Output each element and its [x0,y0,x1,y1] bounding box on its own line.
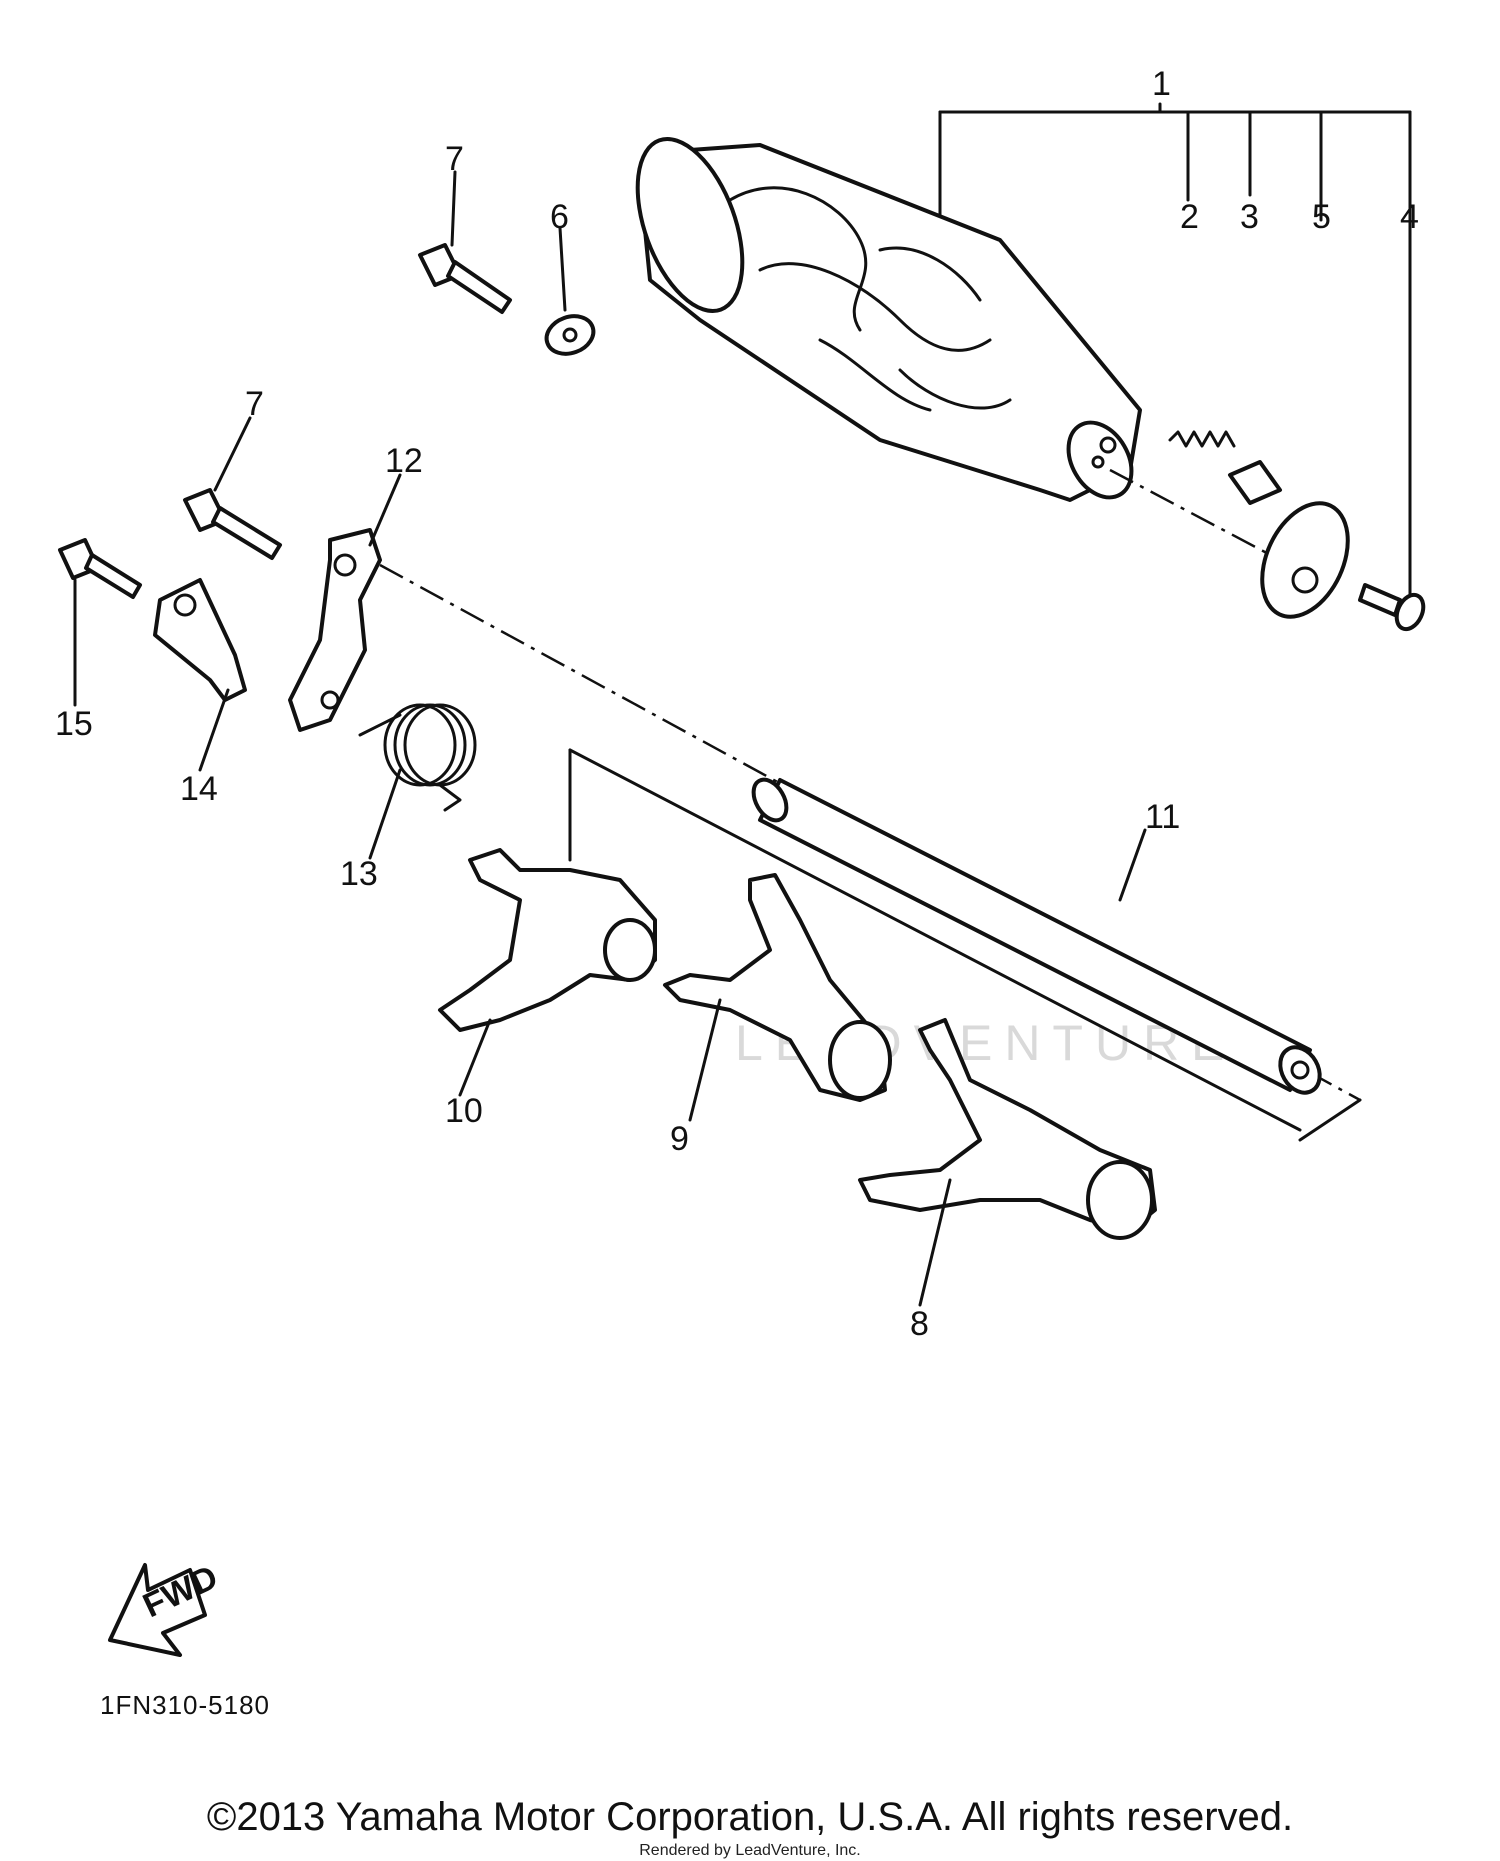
drum-plate [1260,501,1350,619]
shift-drum-leader-lines [938,102,1412,607]
part-label: 14 [180,770,218,808]
washer [544,314,596,356]
diagram-code: 1FN310-5180 [100,1690,270,1720]
part-label: 3 [1240,198,1259,236]
stopper-lever [153,578,247,702]
part-label: 13 [340,855,378,893]
guide-bar [751,777,1322,1095]
drum-spring [1168,430,1236,448]
part-label: 1 [1152,65,1171,103]
copyright-notice: ©2013 Yamaha Motor Corporation, U.S.A. A… [206,1795,1294,1839]
bolt-upper [418,243,512,314]
part-labels: 1 2 3 5 4 6 7 7 12 15 14 13 11 10 9 8 [55,65,1419,1343]
part-label: 9 [670,1120,689,1158]
bolt-15 [58,538,142,599]
segment-plate [288,528,382,732]
drum-screw [1358,583,1426,632]
bolt-middle [183,488,282,560]
shift-fork-10 [438,848,657,1032]
fork-leader-lines [568,748,1302,1132]
part-label: 7 [245,385,264,423]
return-spring [358,703,477,812]
part-label: 11 [1145,798,1180,836]
rendered-by-notice: Rendered by LeadVenture, Inc. [639,1842,861,1859]
part-label: 15 [55,705,93,743]
part-label: 10 [445,1092,483,1130]
part-label: 7 [445,140,464,178]
part-label: 8 [910,1305,929,1343]
drum-pin [1228,460,1282,505]
forward-direction-arrow: FWD [108,1558,224,1657]
part-label: 4 [1400,198,1419,236]
part-label: 12 [385,442,423,480]
shift-fork-9 [663,873,892,1102]
shift-fork-8 [858,1018,1157,1240]
part-label: 5 [1312,198,1331,236]
shift-drum [635,137,1281,562]
part-label: 2 [1180,198,1199,236]
part-label: 6 [550,198,569,236]
